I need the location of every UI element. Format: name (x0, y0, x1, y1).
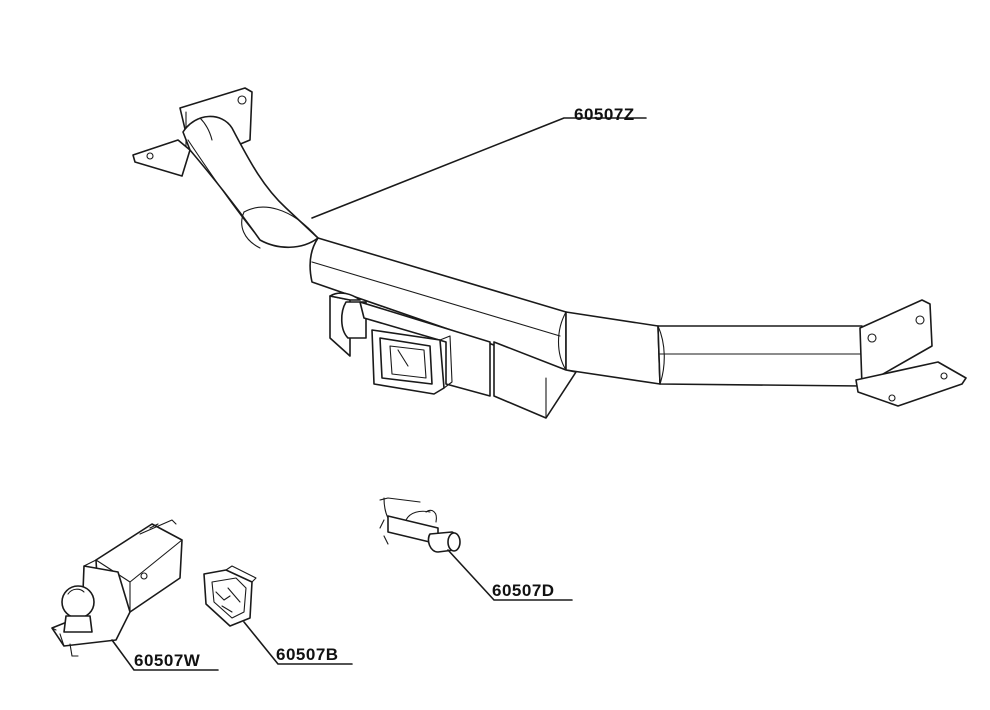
part-label-main: 60507Z (574, 105, 635, 124)
part-label-cover: 60507B (276, 645, 339, 664)
receiver-cover: 60507B (203, 565, 353, 665)
right-mounting-bracket (855, 299, 967, 407)
hitch-pin-and-clip: 60507D (379, 497, 573, 601)
leader-line-main (311, 117, 647, 219)
hitch-receiver-assembly: 60507Z (132, 87, 967, 419)
part-label-pin: 60507D (492, 581, 555, 600)
receiver-bracket (329, 292, 577, 419)
part-label-ballmount: 60507W (134, 651, 201, 670)
receiver-tube (359, 301, 491, 397)
ball-mount: 60507W (51, 519, 219, 671)
leader-line-ballmount (111, 639, 219, 671)
leader-line-cover (243, 621, 353, 665)
crossbar-main-tube (309, 237, 863, 387)
leader-line-pin (447, 549, 573, 601)
